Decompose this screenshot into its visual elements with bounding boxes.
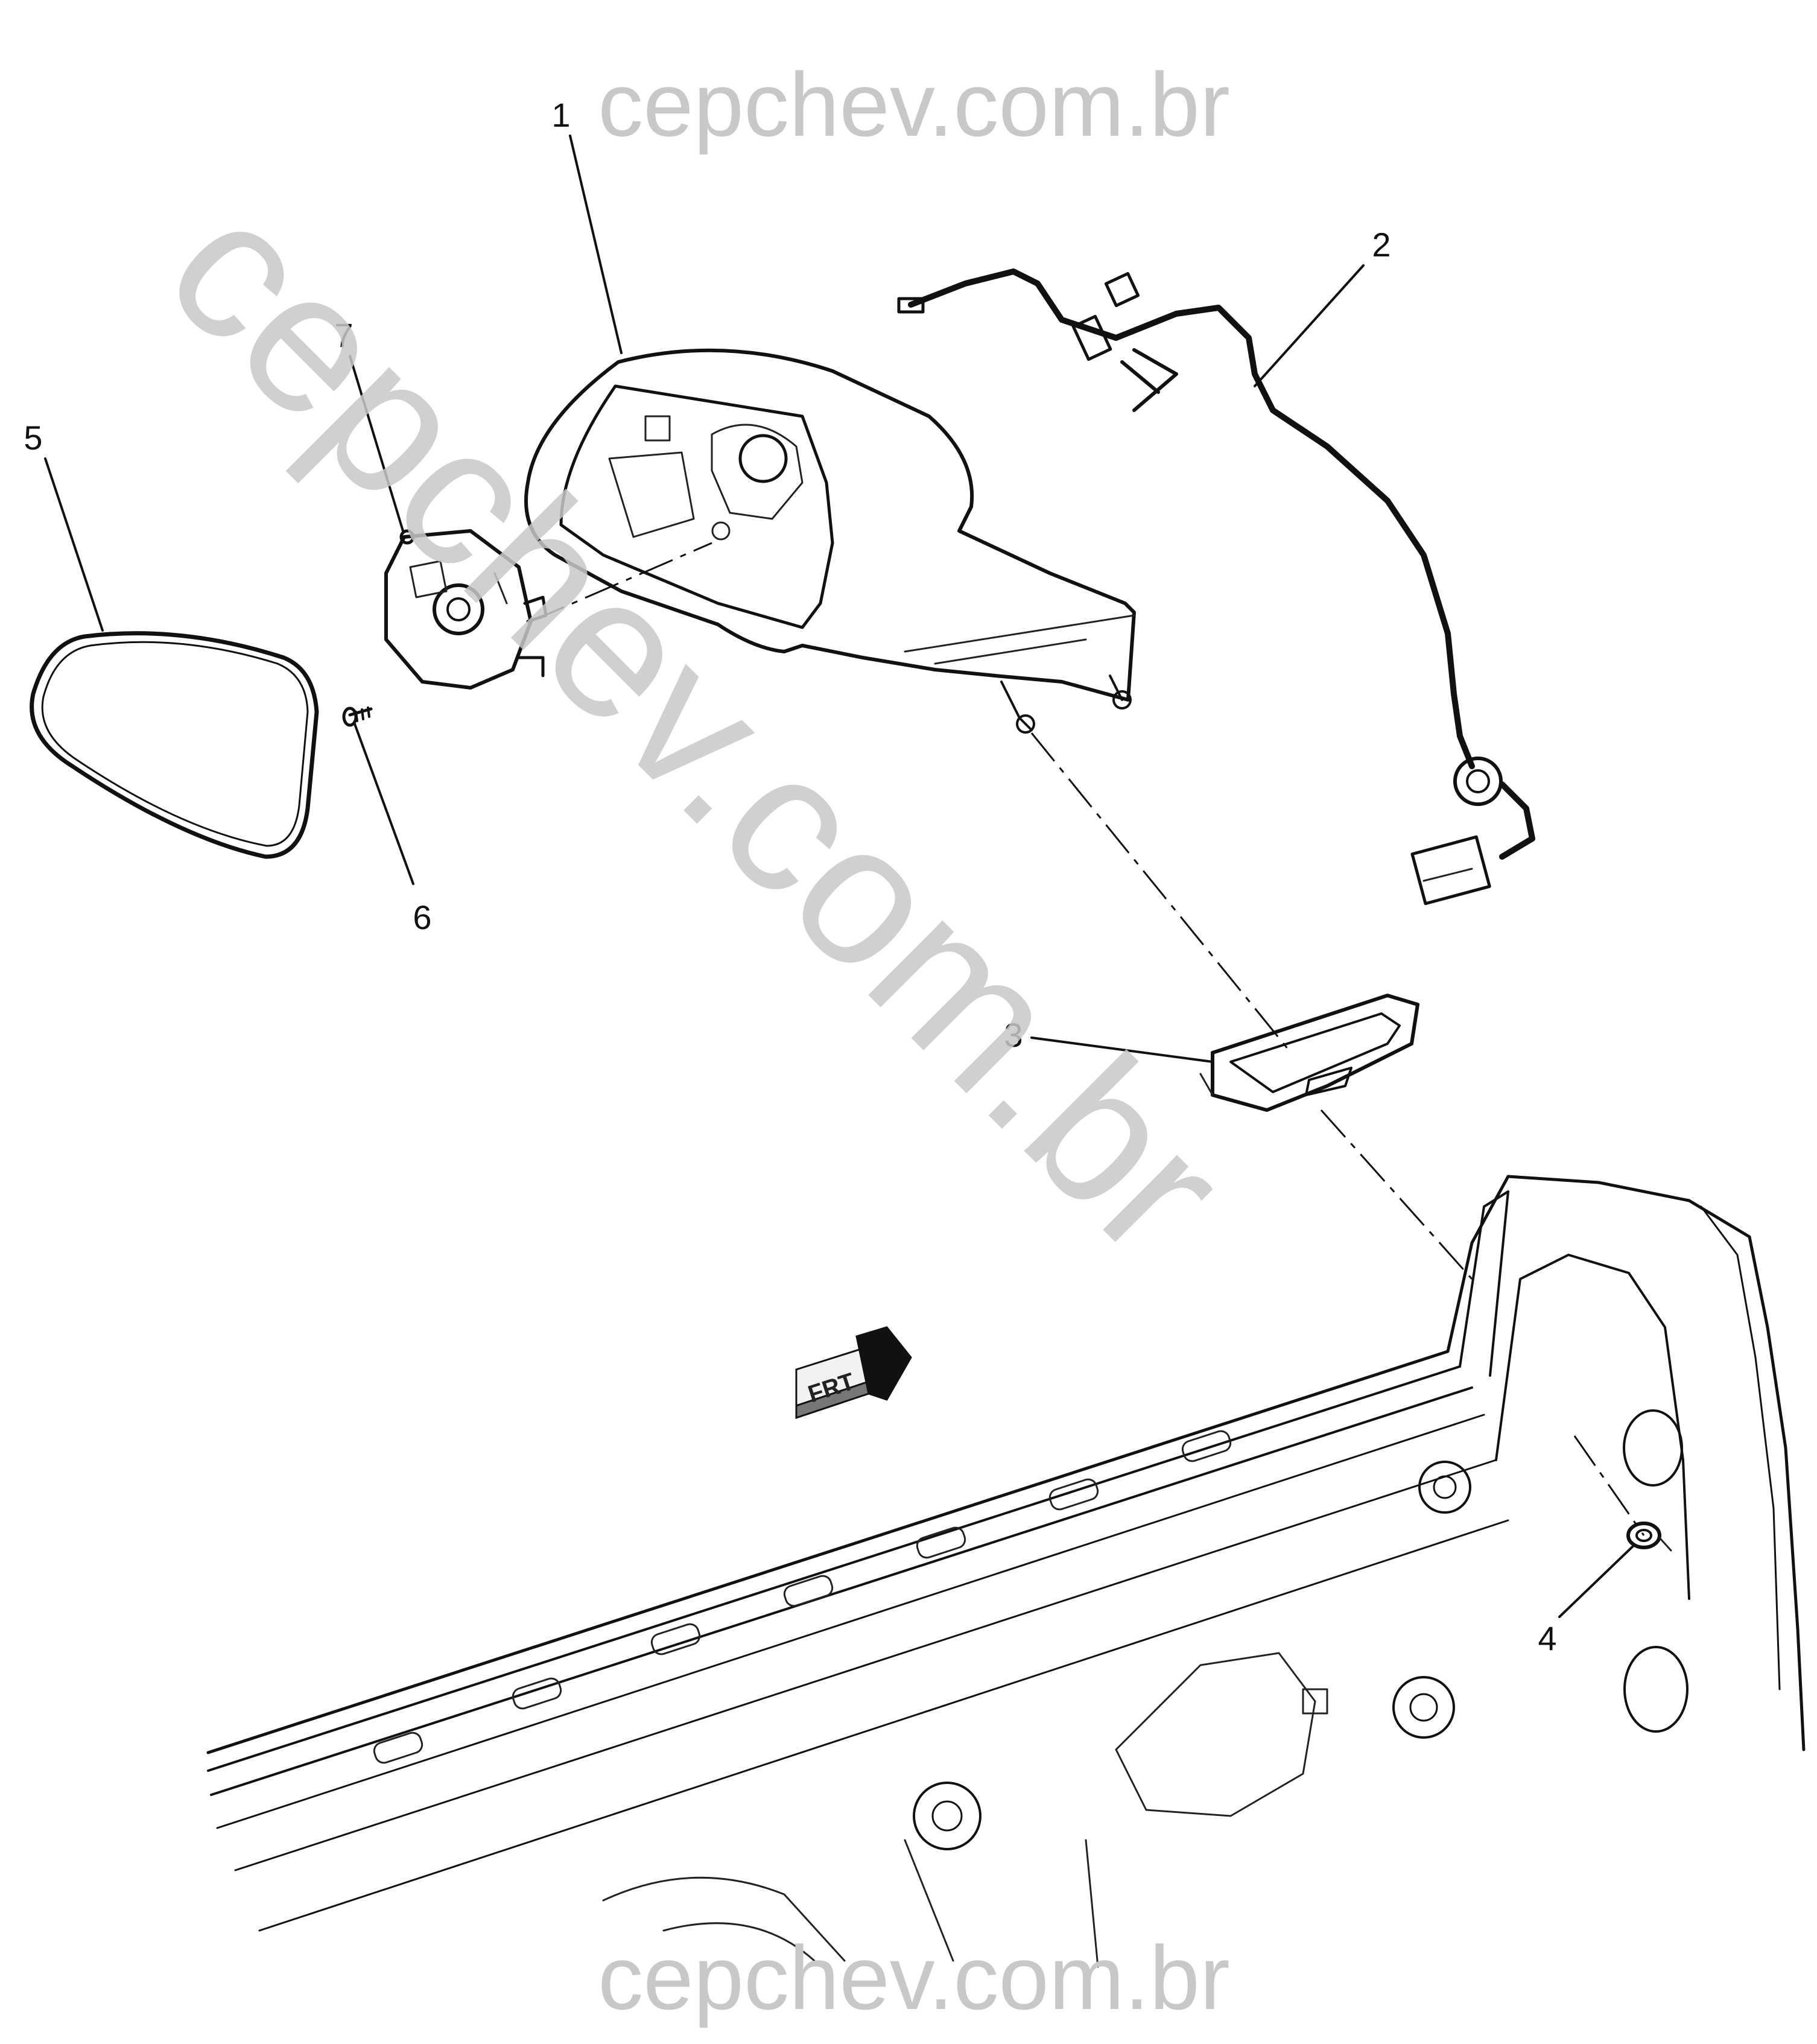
watermark-diagonal: cepchev.com.br: [126, 156, 1267, 1298]
alignment-line-door: [1320, 1109, 1473, 1280]
leader-line-7: [349, 355, 404, 532]
screw: [342, 706, 373, 727]
watermark-top: cepchev.com.br: [598, 54, 1230, 155]
alignment-line-seal: [1030, 732, 1292, 1053]
mirror-glass: [30, 631, 319, 859]
leader-line-1: [569, 135, 623, 354]
wiring-harness: [897, 268, 1535, 906]
callout-2: 2: [1372, 226, 1390, 264]
callout-3: 3: [1004, 1016, 1023, 1054]
leader-line-4: [1558, 1543, 1636, 1618]
callout-4: 4: [1538, 1619, 1556, 1657]
door-frame-panel: [206, 1175, 1806, 1968]
callout-6: 6: [413, 898, 431, 936]
front-direction-arrow: FRT: [795, 1326, 912, 1420]
mirror-actuator: [384, 529, 548, 690]
mirror-seal: [1199, 994, 1419, 1112]
leader-line-5: [44, 457, 104, 632]
leader-line-6: [354, 723, 414, 885]
alignment-line-nut: [1573, 1435, 1645, 1536]
callout-5: 5: [24, 419, 42, 457]
leader-line-2: [1254, 264, 1365, 387]
nut: [1626, 1522, 1672, 1552]
leader-line-3: [1030, 1036, 1214, 1063]
callout-1: 1: [551, 96, 570, 134]
watermark-bottom: cepchev.com.br: [598, 1927, 1230, 2028]
alignment-line-actuator: [530, 542, 712, 623]
callout-7: 7: [334, 316, 353, 354]
mirror-housing: [524, 348, 1136, 734]
